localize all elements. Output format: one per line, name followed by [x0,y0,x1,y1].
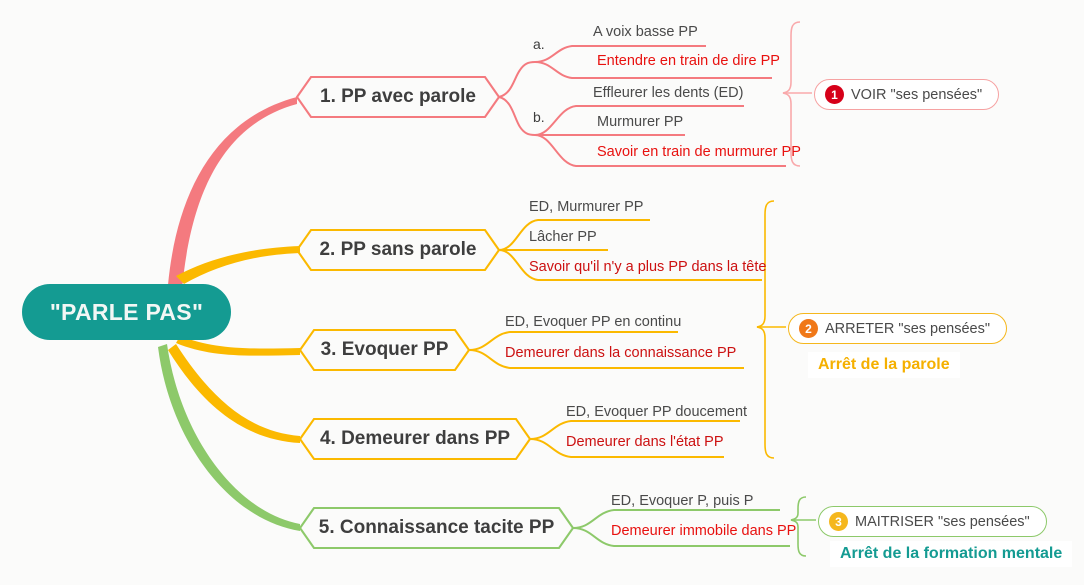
leaf-3-2[interactable]: Demeurer dans la connaissance PP [505,345,737,361]
root-trunks [158,97,300,531]
topic-label-3: 3. Evoquer PP [320,339,449,360]
root-node[interactable]: "PARLE PAS" [22,284,231,340]
trunk-branch-3 [176,336,300,356]
callout-3[interactable]: 3 MAITRISER "ses pensées" [818,506,1047,537]
topic-node-3[interactable]: 3. Evoquer PP [300,330,469,370]
leaf-1b-1[interactable]: Effleurer les dents (ED) [593,85,744,101]
topic-node-5[interactable]: 5. Connaissance tacite PP [300,508,573,548]
trunk-branch-2 [176,246,300,284]
callout-1[interactable]: 1 VOIR "ses pensées" [814,79,1000,110]
callout-1-label: VOIR "ses pensées" [851,86,983,103]
topic-node-4[interactable]: 4. Demeurer dans PP [300,419,530,459]
callout-2[interactable]: 2 ARRETER "ses pensées" [788,313,1008,344]
topic-hexagons [295,75,575,550]
leaf-1b-2[interactable]: Murmurer PP [597,114,684,130]
subconnectors-branch-5 [572,509,790,547]
leaf-3-1[interactable]: ED, Evoquer PP en continu [505,314,682,330]
subconnectors-branch-4 [529,420,740,458]
callout-2-badge: 2 [799,319,818,338]
callout-1-badge: 1 [825,85,844,104]
leaf-4-2[interactable]: Demeurer dans l'état PP [566,434,724,450]
leaf-2-2[interactable]: Lâcher PP [529,229,597,245]
callout-3-badge: 3 [829,512,848,531]
subconnectors-branch-3 [468,331,744,369]
group-marker-b: b. [533,109,545,125]
callout-2-label: ARRETER "ses pensées" [825,320,991,337]
group-brackets [756,21,816,557]
group-marker-a: a. [533,36,545,52]
topic-node-1[interactable]: 1. PP avec parole [297,77,499,117]
leaf-4-1[interactable]: ED, Evoquer PP doucement [566,404,748,420]
caption-arret-formation-mentale: Arrêt de la formation mentale [830,541,1073,567]
topic-label-5: 5. Connaissance tacite PP [318,517,555,538]
callout-3-label: MAITRISER "ses pensées" [855,513,1030,530]
leaf-1a-2[interactable]: Entendre en train de dire PP [597,53,780,69]
leaf-5-1[interactable]: ED, Evoquer P, puis P [611,493,754,509]
leaf-1a-1[interactable]: A voix basse PP [593,24,698,40]
leaf-2-3[interactable]: Savoir qu'il n'y a plus PP dans la tête [529,259,767,275]
topic-label-1: 1. PP avec parole [320,86,476,107]
topic-label-2: 2. PP sans parole [319,239,477,260]
subconnectors-branch-2 [498,219,762,281]
leaf-1b-3[interactable]: Savoir en train de murmurer PP [597,144,801,160]
topic-label-4: 4. Demeurer dans PP [319,428,511,449]
subconnectors-branch-1 [498,45,786,167]
trunk-branch-5 [158,344,300,531]
root-label: "PARLE PAS" [49,298,204,325]
leaf-2-1[interactable]: ED, Murmurer PP [529,199,644,215]
topic-node-2[interactable]: 2. PP sans parole [297,230,499,270]
bracket-callout-2 [756,200,775,459]
trunk-branch-4 [168,344,300,443]
leaf-5-2[interactable]: Demeurer immobile dans PP [611,523,797,539]
caption-arret-parole: Arrêt de la parole [808,352,960,378]
trunk-branch-1 [168,97,297,289]
